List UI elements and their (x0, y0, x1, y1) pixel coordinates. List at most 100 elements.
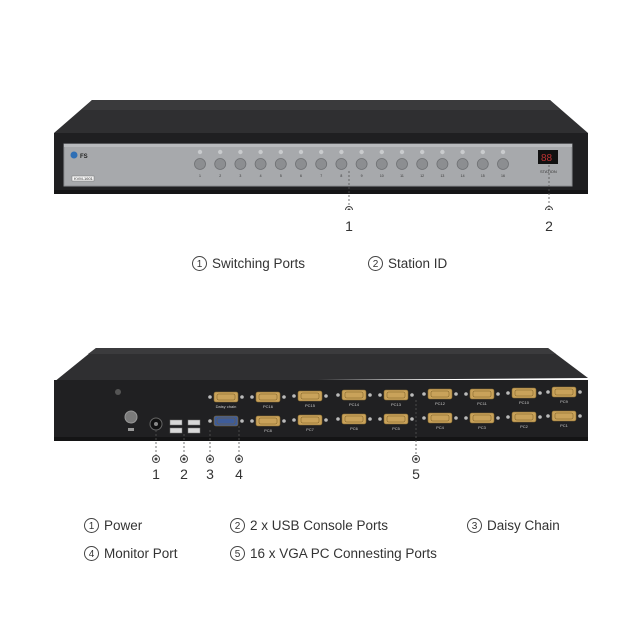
pc-port-label: PC4 (436, 425, 445, 430)
port-led-icon (218, 149, 223, 155)
port-led-icon (238, 149, 243, 155)
pc-port-label: PC2 (520, 424, 529, 429)
switch-port-button[interactable] (497, 158, 509, 170)
switch-port-button[interactable] (456, 158, 469, 170)
pc-port-label: PC1 (560, 423, 569, 428)
port-led-icon (298, 149, 304, 155)
switch-port-button[interactable] (254, 158, 267, 170)
switch-port-button[interactable] (375, 158, 388, 170)
port-led-icon (440, 149, 445, 155)
pc-port-label: PC10 (519, 400, 530, 405)
usb-port-icon (169, 427, 183, 434)
callout-dot (345, 206, 353, 210)
rear-marker-4: 4 (235, 466, 243, 482)
pc-port-label: PC14 (349, 402, 360, 407)
vga-pc-port (336, 389, 372, 401)
switch-port-button[interactable] (436, 158, 449, 170)
rear-marker-3: 3 (206, 466, 214, 482)
switch-port-button[interactable] (274, 158, 287, 170)
pc-port-label: PC3 (478, 425, 487, 430)
port-number-label: 15 (481, 174, 485, 178)
port-led-icon (359, 149, 364, 155)
port-led-icon (399, 149, 405, 155)
switch-port-button[interactable] (194, 158, 206, 170)
vga-pc-port (546, 410, 582, 422)
port-number-label: 3 (239, 174, 241, 178)
switch-port-button[interactable] (396, 158, 408, 170)
port-led-icon (278, 149, 283, 155)
pc-port-label: PC11 (477, 401, 487, 406)
vga-pc-port (506, 411, 542, 423)
front-marker-2: 2 (545, 218, 553, 234)
callout-dot (545, 206, 553, 210)
switch-port-button[interactable] (295, 158, 307, 170)
rear-marker-1: 1 (152, 466, 160, 482)
switch-port-button[interactable] (234, 158, 247, 170)
pc-port-label: PC5 (392, 426, 401, 431)
daisy-chain-port (208, 391, 244, 403)
vga-pc-port (292, 414, 328, 426)
usb-port-icon (169, 419, 183, 426)
callout-dot (206, 455, 214, 463)
port-number-label: 4 (260, 174, 262, 178)
port-led-icon (420, 149, 425, 155)
vga-pc-port (378, 389, 414, 401)
port-led-icon (339, 149, 344, 155)
legend-vga-pc-ports: 5 16 x VGA PC Connesting Ports (230, 546, 437, 561)
pc-port-label: PC16 (263, 404, 274, 409)
port-number-label: 7 (320, 174, 322, 178)
pc-port-label: PC15 (305, 403, 316, 408)
port-led-icon (258, 149, 263, 155)
vga-pc-port (250, 415, 286, 427)
port-number-label: 1 (199, 174, 201, 178)
port-number-label: 13 (440, 174, 444, 178)
port-number-label: 12 (420, 174, 424, 178)
port-led-icon (460, 149, 465, 155)
port-number-label: 14 (461, 174, 465, 178)
port-number-label: 8 (340, 174, 342, 178)
pc-port-label: PC7 (306, 427, 315, 432)
pc-port-label: PC9 (560, 399, 569, 404)
rear-marker-2: 2 (180, 466, 188, 482)
daisy-chain-label: Daisy chain (216, 404, 237, 409)
usb-port-icon (187, 427, 201, 434)
switch-port-button[interactable] (315, 158, 328, 170)
port-led-icon (197, 149, 203, 155)
port-led-icon (319, 149, 324, 155)
vga-pc-port (336, 413, 372, 425)
brand-text: FS (80, 154, 88, 160)
port-number-label: 6 (300, 174, 302, 178)
station-id-label: STATION (540, 169, 557, 174)
switch-port-button[interactable] (416, 158, 429, 170)
switch-port-button[interactable] (355, 158, 368, 170)
switch-port-button[interactable] (476, 158, 489, 170)
station-id-display (538, 150, 558, 164)
vga-pc-port (506, 387, 542, 399)
switch-port-button[interactable] (335, 158, 348, 170)
callout-dot (152, 455, 160, 463)
monitor-port (208, 415, 244, 427)
pc-port-label: PC13 (391, 402, 402, 407)
legend-power: 1 Power (84, 518, 142, 533)
vga-pc-port (378, 413, 414, 425)
pc-port-label: PC12 (435, 401, 446, 406)
vga-pc-port (464, 412, 500, 424)
front-marker-1: 1 (345, 218, 353, 234)
ground-screw-icon (124, 410, 138, 424)
callout-dot (412, 455, 420, 463)
legend-switching-ports: 1 Switching Ports (192, 256, 305, 271)
port-led-icon (379, 149, 384, 155)
legend-station-id: 2 Station ID (368, 256, 447, 271)
vga-pc-port (250, 391, 286, 403)
switch-port-button[interactable] (214, 158, 227, 170)
vga-pc-port (292, 390, 328, 402)
port-number-label: 2 (219, 174, 221, 178)
port-number-label: 9 (361, 174, 363, 178)
vga-pc-port (422, 388, 458, 400)
callout-dot (180, 455, 188, 463)
port-number-label: 11 (400, 174, 404, 178)
